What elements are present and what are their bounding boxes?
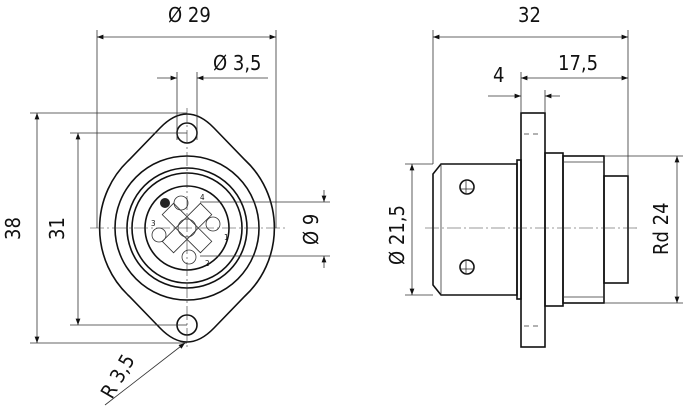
dim-hole-spacing: 31 <box>45 217 69 240</box>
slot-screw-bottom <box>459 259 475 275</box>
pin-label: 1 <box>224 233 229 242</box>
pin-3 <box>151 227 167 243</box>
pin-label: 2 <box>205 259 210 268</box>
coupling-ring-inner <box>131 172 243 284</box>
pin-1 <box>205 216 221 232</box>
side-view <box>425 112 640 348</box>
dim-thread: Rd 24 <box>649 202 673 255</box>
pin-label: 4 <box>200 193 205 202</box>
pin-label: 3 <box>151 219 156 228</box>
coding-mark <box>160 198 170 208</box>
slot-screw-top <box>459 179 475 195</box>
dim-front-diameter: Ø 21,5 <box>385 205 409 265</box>
side-dimensions: 32 17,5 4 Ø 21,5 Rd 24 <box>385 3 683 304</box>
front-dimensions: Ø 29 Ø 3,5 38 31 Ø 9 R 3,5 <box>1 3 330 406</box>
dim-flange-thickness: 4 <box>493 63 504 87</box>
flange-outline <box>98 113 276 343</box>
front-sleeve <box>432 163 518 296</box>
dim-length: 32 <box>518 3 541 27</box>
insert-key <box>161 202 213 254</box>
dim-inner-diameter: Ø 9 <box>299 214 323 245</box>
dim-height: 38 <box>1 217 25 240</box>
flange <box>520 112 546 348</box>
body <box>562 155 605 304</box>
dim-hole-diameter: Ø 3,5 <box>213 51 261 75</box>
dim-rear-length: 17,5 <box>558 51 598 75</box>
nut-ring <box>544 152 564 307</box>
dim-ear-radius: R 3,5 <box>96 350 140 403</box>
thread-end <box>603 175 629 284</box>
pin-4 <box>173 195 189 211</box>
pin-2 <box>181 249 197 265</box>
front-view: 4 1 2 3 <box>90 108 285 350</box>
dim-outer-diameter: Ø 29 <box>168 3 211 27</box>
